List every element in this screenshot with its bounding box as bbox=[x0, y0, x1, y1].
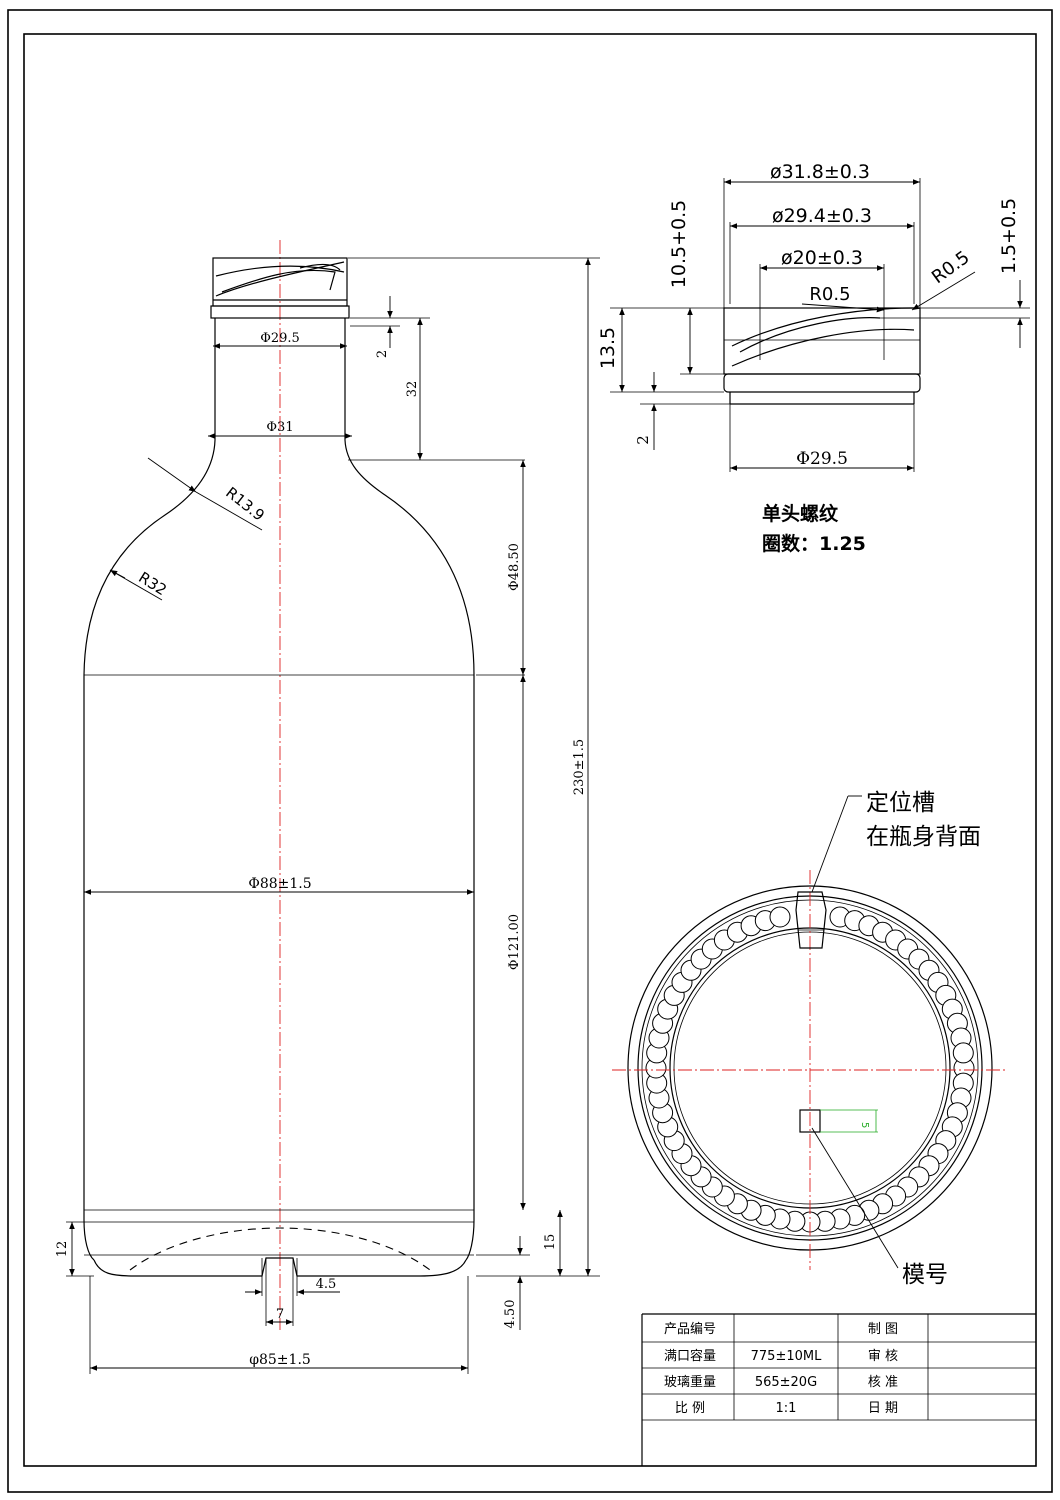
tb-label-capacity: 满口容量 bbox=[664, 1348, 716, 1364]
dim-finish-bore-diameter: ø20±0.3 bbox=[781, 247, 863, 269]
dim-base-height-left: 12 bbox=[55, 1241, 70, 1258]
dim-neck-ring-height: 2 bbox=[375, 350, 390, 358]
tb-label-review: 审 核 bbox=[868, 1349, 898, 1364]
dim-finish-height-left: 10.5+0.5 bbox=[668, 200, 690, 288]
tb-label-approve: 核 准 bbox=[868, 1375, 898, 1390]
tb-label-date: 日 期 bbox=[868, 1401, 898, 1416]
dim-body-height: Φ121.00 bbox=[507, 914, 522, 970]
dim-finish-radius-inner: R0.5 bbox=[809, 284, 850, 305]
stipple-dot bbox=[769, 906, 791, 928]
dim-finish-radius-outer: R0.5 bbox=[928, 247, 974, 288]
tb-label-scale: 比 例 bbox=[675, 1401, 705, 1416]
dim-base-height-right: 15 bbox=[543, 1234, 558, 1251]
dim-finish-height-right: 1.5+0.5 bbox=[998, 198, 1020, 274]
dim-base-diameter: φ85±1.5 bbox=[249, 1352, 311, 1368]
stipple-dot bbox=[952, 1042, 974, 1064]
thread-note-turns: 圈数：1.25 bbox=[762, 532, 866, 555]
tb-value-scale: 1:1 bbox=[776, 1401, 797, 1416]
dim-shoulder-radius: R13.9 bbox=[222, 483, 268, 524]
tb-value-capacity: 775±10ML bbox=[751, 1349, 822, 1364]
dim-finish-thread-diameter: ø29.4±0.3 bbox=[772, 205, 872, 227]
locator-groove-note: 在瓶身背面 bbox=[866, 824, 981, 850]
locator-groove-label: 定位槽 bbox=[866, 790, 935, 816]
dim-finish-total-height: 13.5 bbox=[597, 327, 619, 369]
dim-punt-width: 4.5 bbox=[316, 1277, 337, 1292]
bottom-view: 5 定位槽 在瓶身背面 模号 bbox=[612, 790, 1008, 1288]
mold-mark-dim: 5 bbox=[859, 1122, 870, 1128]
dim-shoulder-height: Φ48.50 bbox=[507, 543, 522, 591]
tb-label-drawn: 制 图 bbox=[868, 1322, 898, 1337]
dim-body-diameter: Φ88±1.5 bbox=[248, 876, 311, 892]
inner-frame bbox=[23, 33, 1037, 1467]
dim-neck-body-diameter: Φ31 bbox=[266, 420, 293, 435]
dim-punt-depth: 4.50 bbox=[503, 1300, 518, 1329]
bottle-finish bbox=[210, 257, 350, 319]
bottle-main-view: Φ29.5 Φ31 Φ88±1.5 φ85±1.5 7 4.5 230±1.5 … bbox=[55, 240, 600, 1374]
dim-neck-height: 32 bbox=[405, 381, 420, 398]
tb-value-weight: 565±20G bbox=[755, 1375, 817, 1390]
dim-finish-outer-diameter: ø31.8±0.3 bbox=[770, 161, 870, 183]
dim-finish-base-diameter: Φ29.5 bbox=[796, 449, 848, 469]
tb-label-weight: 玻璃重量 bbox=[664, 1374, 716, 1390]
dim-finish-ring-height: 2 bbox=[634, 435, 652, 445]
thread-note-type: 单头螺纹 bbox=[762, 502, 839, 525]
outer-frame bbox=[7, 9, 1053, 1493]
tb-label-product-no: 产品编号 bbox=[664, 1322, 716, 1337]
dim-punt-diameter: 7 bbox=[276, 1307, 284, 1322]
mold-number-label: 模号 bbox=[902, 1262, 948, 1288]
title-block: 产品编号 制 图 满口容量 775±10ML 审 核 玻璃重量 565±20G … bbox=[641, 1313, 1037, 1466]
dim-total-height: 230±1.5 bbox=[572, 739, 587, 795]
finish-detail-view: ø31.8±0.3 ø29.4±0.3 ø20±0.3 R0.5 R0.5 Φ2… bbox=[597, 161, 1030, 555]
dim-neck-diameter: Φ29.5 bbox=[260, 331, 300, 346]
